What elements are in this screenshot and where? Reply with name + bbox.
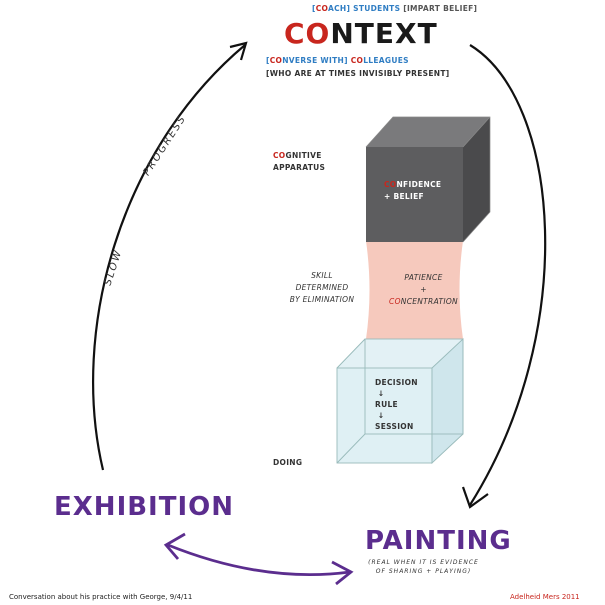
coach-students-line: [COACH] STUDENTS [IMPART BELIEF]: [312, 4, 478, 13]
confidence-text: CONFIDENCE+ BELIEF: [384, 180, 442, 201]
light-blue-cube: [336, 337, 464, 465]
invisible-line: [WHO ARE AT TIMES INVISIBLY PRESENT]: [266, 69, 450, 78]
context-title: CONTEXT: [284, 17, 438, 50]
converse-line: [CONVERSE WITH] COLLEAGUES: [266, 56, 409, 65]
decision-rule-session: DECISION ↓RULE ↓SESSION: [375, 378, 418, 431]
painting-label: PAINTING: [365, 526, 512, 556]
context-to-painting-arrow: [469, 44, 547, 506]
exhibition-painting-arrow: [167, 543, 351, 577]
footer-credit: Adelheid Mers 2011: [510, 593, 580, 601]
dark-cube: [365, 116, 491, 243]
exhibition-label: EXHIBITION: [54, 492, 235, 522]
slow-progress-arrow: [92, 44, 246, 471]
doing-label: DOING: [273, 458, 303, 467]
footer-caption: Conversation about his practice with Geo…: [9, 593, 193, 601]
patience-text: PATIENCE+CONCENTRATION: [389, 273, 458, 306]
arrowhead-left: [229, 41, 248, 61]
pink-block: [366, 241, 463, 339]
arrowhead-right: [461, 486, 489, 509]
